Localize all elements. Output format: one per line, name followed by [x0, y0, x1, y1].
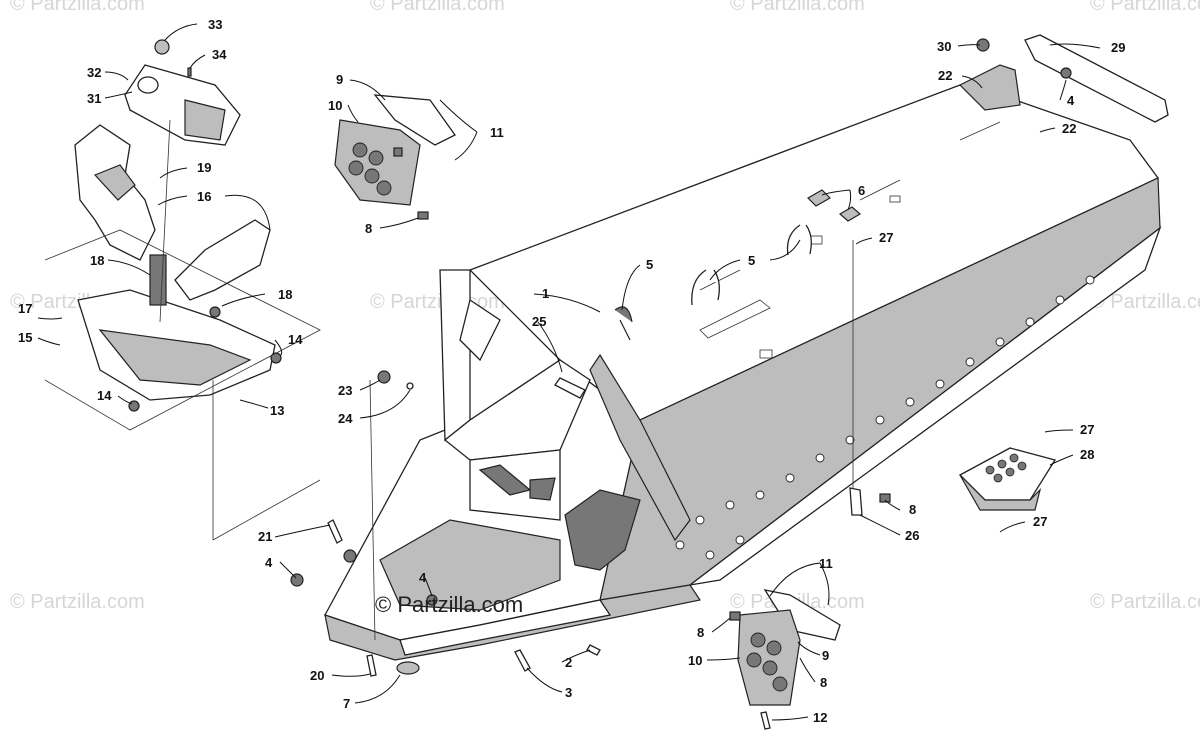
callout-5: 5 — [748, 253, 755, 268]
callout-29: 29 — [1111, 40, 1125, 55]
callout-24: 24 — [338, 411, 353, 426]
watermark: © Partzilla.com — [370, 0, 505, 15]
chassis-tunnel — [324, 74, 1162, 661]
callout-14: 14 — [288, 332, 303, 347]
callout-9: 9 — [336, 72, 343, 87]
callout-34: 34 — [212, 47, 227, 62]
callout-1: 1 — [542, 286, 549, 301]
callout-4: 4 — [419, 570, 427, 585]
footrest-right — [958, 447, 1057, 511]
callout-17: 17 — [18, 301, 32, 316]
callout-7: 7 — [343, 696, 350, 711]
callout-22: 22 — [938, 68, 952, 83]
console-cover-assembly — [124, 39, 241, 146]
callout-13: 13 — [270, 403, 284, 418]
callout-8: 8 — [909, 502, 916, 517]
callout-22: 22 — [1062, 121, 1076, 136]
callout-4: 4 — [265, 555, 273, 570]
watermark: © Partzilla.com — [10, 0, 145, 15]
callout-numbers: 33 34 32 31 19 16 18 18 17 15 14 14 13 9… — [18, 17, 1125, 725]
callout-18: 18 — [90, 253, 104, 268]
callout-28: 28 — [1080, 447, 1094, 462]
callout-31: 31 — [87, 91, 101, 106]
callout-33: 33 — [208, 17, 222, 32]
callout-15: 15 — [18, 330, 32, 345]
callout-12: 12 — [813, 710, 827, 725]
callout-3: 3 — [565, 685, 572, 700]
callout-2: 2 — [565, 655, 572, 670]
watermark: © Partzilla.com — [1090, 0, 1200, 15]
callout-27: 27 — [1080, 422, 1094, 437]
callout-11: 11 — [819, 556, 833, 571]
watermark: © Partzilla.com — [1090, 291, 1200, 313]
callout-27: 27 — [1033, 514, 1047, 529]
callout-18: 18 — [278, 287, 292, 302]
callout-5: 5 — [646, 257, 653, 272]
callout-14: 14 — [97, 388, 112, 403]
watermark-center: © Partzilla.com — [375, 592, 523, 617]
leader-lines — [37, 23, 1101, 721]
callout-8: 8 — [365, 221, 372, 236]
footrest-front-lower — [729, 589, 841, 706]
callout-8: 8 — [697, 625, 704, 640]
callout-26: 26 — [905, 528, 919, 543]
callout-6: 6 — [858, 183, 865, 198]
callout-8: 8 — [820, 675, 827, 690]
watermark: © Partzilla.com — [10, 591, 145, 613]
steering-bracket-assembly — [44, 124, 321, 431]
callout-10: 10 — [328, 98, 342, 113]
callout-21: 21 — [258, 529, 272, 544]
callout-32: 32 — [87, 65, 101, 80]
callout-20: 20 — [310, 668, 324, 683]
callout-16: 16 — [197, 189, 211, 204]
footrest-front-upper — [334, 94, 456, 220]
callout-23: 23 — [338, 383, 352, 398]
callout-9: 9 — [822, 648, 829, 663]
rear-bumper — [958, 34, 1169, 123]
callout-30: 30 — [937, 39, 951, 54]
watermark: © Partzilla.com — [1090, 591, 1200, 613]
callout-25: 25 — [532, 314, 546, 329]
callout-10: 10 — [688, 653, 702, 668]
hardware — [159, 119, 891, 730]
callout-11: 11 — [490, 125, 504, 140]
watermark: © Partzilla.com — [730, 0, 865, 15]
callout-19: 19 — [197, 160, 211, 175]
callout-27: 27 — [879, 230, 893, 245]
callout-4: 4 — [1067, 93, 1075, 108]
